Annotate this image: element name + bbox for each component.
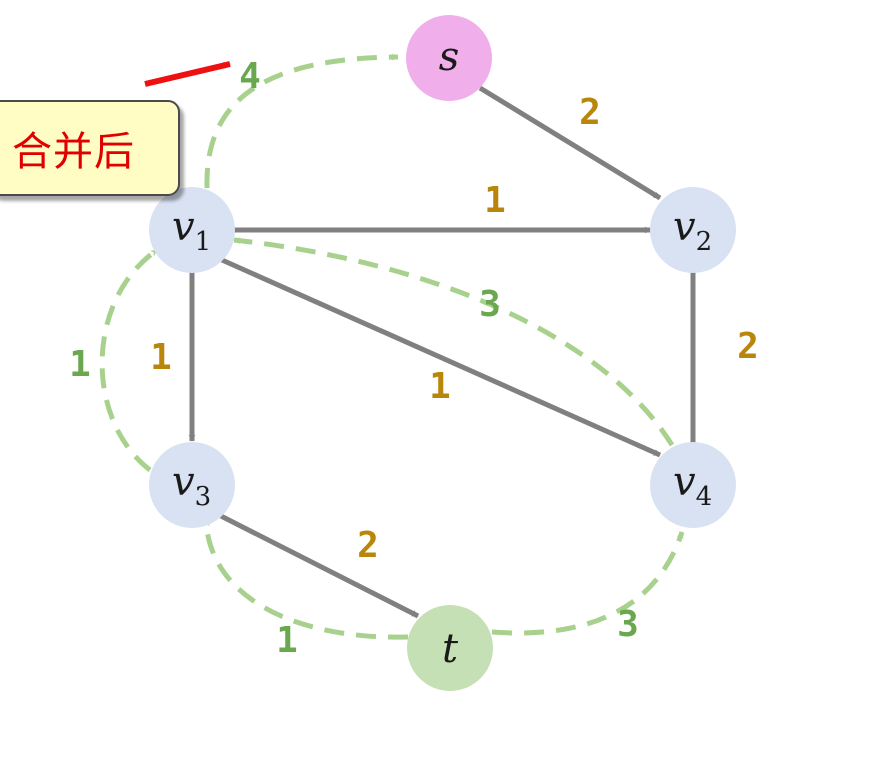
- residual-label-v1-s: 4: [239, 56, 261, 97]
- node-v3: v3: [149, 442, 235, 528]
- callout-text: 合并后: [12, 129, 135, 175]
- residual-label-t-v4: 3: [617, 604, 639, 645]
- edge-label-v3-t: 2: [357, 525, 379, 566]
- node-v4-circle: [650, 442, 736, 528]
- residual-label-v4-v1: 3: [479, 284, 501, 325]
- node-v2-circle: [650, 187, 736, 273]
- node-v1-sub: 1: [195, 227, 212, 257]
- merged-callout: 合并后: [0, 100, 180, 196]
- pointer-arrow: [144, 61, 231, 87]
- svg-text:t: t: [442, 626, 459, 672]
- edge-label-v2-v4: 2: [737, 326, 759, 367]
- node-v3-sub: 3: [195, 482, 212, 512]
- node-v2-name: v: [673, 204, 696, 250]
- node-v1-name: v: [172, 204, 195, 250]
- edge-labels: 2 1 2 1 1 2: [150, 92, 759, 566]
- node-v2: v2: [650, 187, 736, 273]
- residual-edge-v3-v1: [99, 247, 159, 472]
- node-s-circle: [406, 15, 492, 101]
- residual-edges-layer: [99, 53, 685, 640]
- node-v4-sub: 4: [696, 482, 713, 512]
- edge-s-v2: [478, 85, 662, 201]
- node-t-circle: [407, 605, 493, 691]
- residual-label-t-v3: 1: [276, 620, 298, 661]
- node-t: t: [407, 605, 493, 691]
- node-v1-circle: [149, 187, 235, 273]
- svg-text:v2: v2: [673, 204, 712, 257]
- svg-text:v1: v1: [172, 204, 211, 257]
- svg-text:s: s: [439, 34, 460, 80]
- residual-edge-labels: 4 3 1 1 3: [69, 56, 639, 661]
- svg-text:v4: v4: [673, 459, 712, 512]
- residual-edge-v1-s: [204, 53, 399, 189]
- edge-label-v1-v2: 1: [484, 180, 506, 221]
- node-s-name: s: [439, 34, 460, 80]
- node-v4: v4: [650, 442, 736, 528]
- node-v3-circle: [149, 442, 235, 528]
- edge-label-v1-v4: 1: [429, 366, 451, 407]
- node-v1: v1: [149, 187, 235, 273]
- node-v3-name: v: [172, 459, 195, 505]
- node-t-name: t: [442, 626, 459, 672]
- residual-edge-t-v4: [491, 531, 685, 636]
- node-v4-name: v: [673, 459, 696, 505]
- edge-v1-v4: [220, 257, 662, 458]
- edge-label-v1-v3: 1: [150, 337, 172, 378]
- residual-edge-v4-v1: [233, 237, 675, 447]
- residual-label-v3-v1: 1: [69, 344, 91, 385]
- edges-layer: [188, 85, 697, 619]
- node-v2-sub: 2: [696, 227, 713, 257]
- svg-text:v3: v3: [172, 459, 211, 512]
- residual-edge-t-v3: [202, 519, 409, 640]
- node-s: s: [406, 15, 492, 101]
- edge-label-s-v2: 2: [579, 92, 601, 133]
- edge-v3-t: [219, 513, 420, 619]
